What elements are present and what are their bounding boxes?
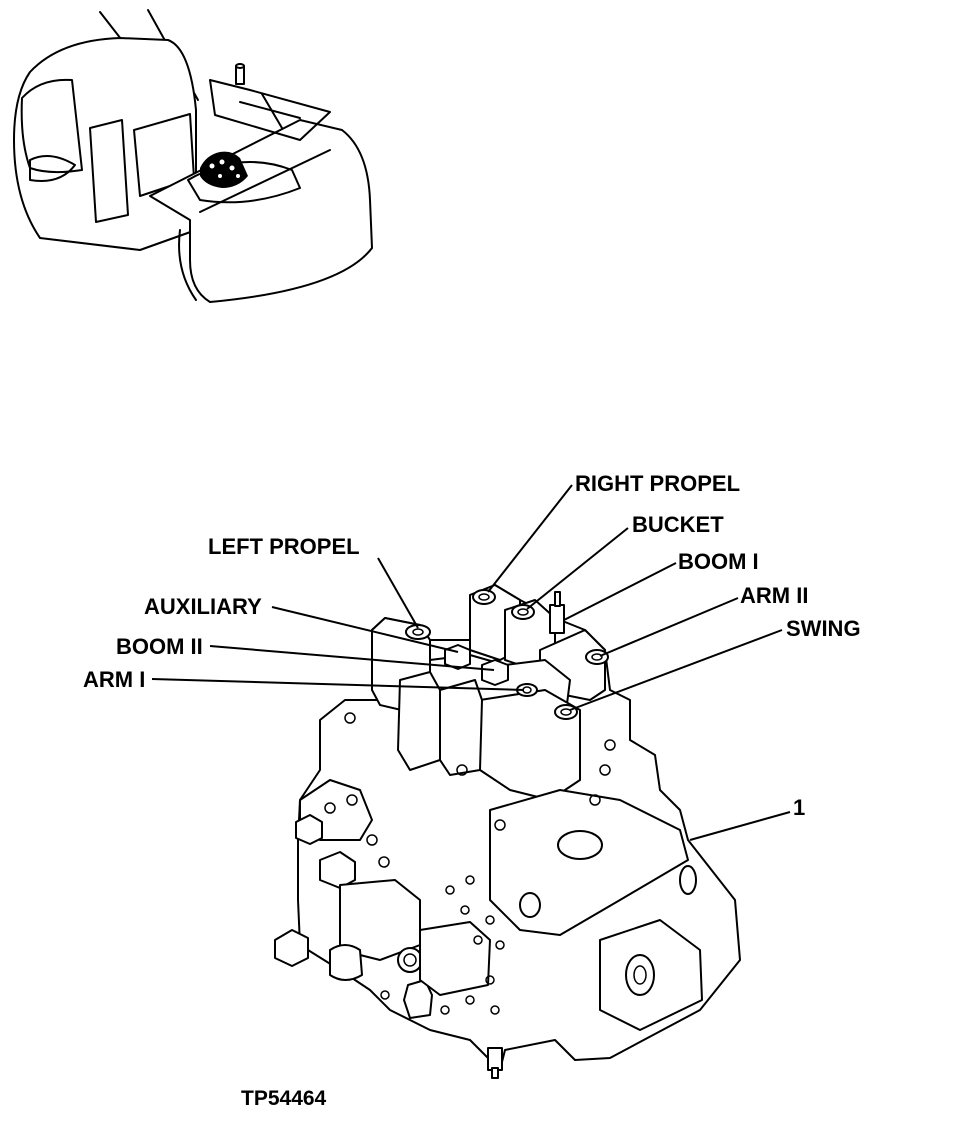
label-boom-1: BOOM I xyxy=(678,549,759,574)
callout-labels: RIGHT PROPEL BUCKET BOOM I ARM II SWING … xyxy=(83,471,861,1110)
label-swing: SWING xyxy=(786,616,861,641)
leader-lines xyxy=(151,484,791,841)
label-arm-2: ARM II xyxy=(740,583,808,608)
label-bucket: BUCKET xyxy=(632,512,724,537)
figure-id: TP54464 xyxy=(241,1087,327,1110)
label-arm-1: ARM I xyxy=(83,667,145,692)
label-right-propel: RIGHT PROPEL xyxy=(575,471,740,496)
label-auxiliary: AUXILIARY xyxy=(144,594,262,619)
valve-location-marker xyxy=(200,151,248,188)
excavator-locator-view xyxy=(13,9,373,303)
label-item-1: 1 xyxy=(793,795,805,820)
label-left-propel: LEFT PROPEL xyxy=(208,534,360,559)
control-valve-view xyxy=(274,584,741,1079)
label-boom-2: BOOM II xyxy=(116,634,203,659)
